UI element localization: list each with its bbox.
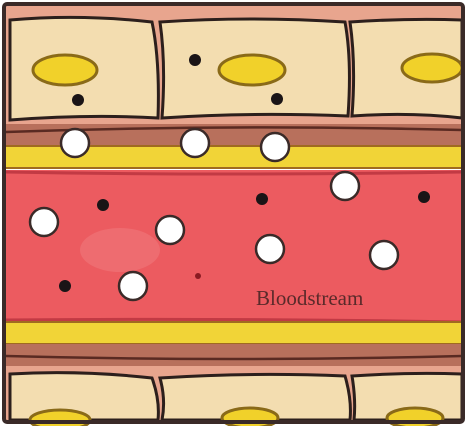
white-particle	[256, 235, 284, 263]
black-particle	[418, 191, 430, 203]
white-particle	[61, 129, 89, 157]
nucleus-upper-left	[33, 55, 97, 85]
white-particle	[181, 129, 209, 157]
nucleus-upper-right	[402, 54, 462, 82]
black-particle	[189, 54, 201, 66]
black-particle	[97, 199, 109, 211]
blood-highlight	[80, 228, 160, 272]
nucleus-upper-middle	[219, 55, 285, 85]
wall-bottom-yellow	[6, 322, 462, 344]
black-particle	[256, 193, 268, 205]
white-particle	[261, 133, 289, 161]
white-particle	[30, 208, 58, 236]
black-particle	[72, 94, 84, 106]
bloodstream-label: Bloodstream	[256, 286, 363, 310]
white-particle	[156, 216, 184, 244]
black-particle	[271, 93, 283, 105]
black-particle-small	[195, 273, 201, 279]
vessel-wall-bottom	[6, 322, 462, 368]
wall-bottom-brown	[6, 344, 462, 368]
white-particle	[119, 272, 147, 300]
black-particle	[59, 280, 71, 292]
white-particle	[370, 241, 398, 269]
white-particle	[331, 172, 359, 200]
